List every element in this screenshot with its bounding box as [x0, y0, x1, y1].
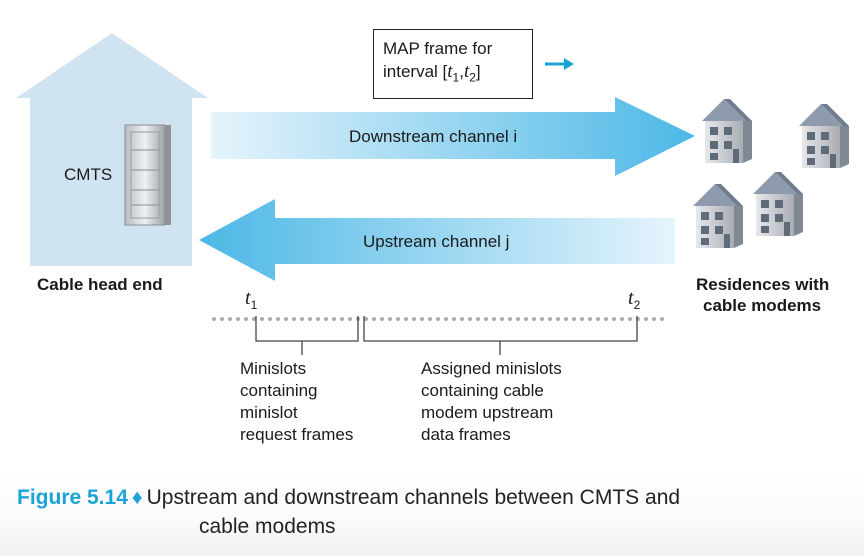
residences-label-line1: Residences with	[696, 275, 830, 294]
upstream-arrow	[199, 199, 675, 281]
map-frame-line1: MAP frame for	[383, 39, 493, 58]
downstream-label: Downstream channel i	[349, 127, 518, 146]
map-frame-line2: interval [t1,t2]	[383, 61, 481, 85]
caption-text-line2: cable modems	[199, 515, 336, 538]
cmts-label: CMTS	[64, 165, 113, 184]
residence-house-icon	[799, 104, 849, 168]
map-frame-box: MAP frame for interval [t1,t2]	[373, 29, 533, 99]
map-frame-arrow	[545, 58, 574, 70]
cmts-rack-icon	[124, 124, 171, 226]
residences-label-line2: cable modems	[703, 296, 822, 315]
assigned-text-line: modem upstream	[421, 403, 554, 422]
assigned-text-line: data frames	[421, 425, 511, 444]
head-end-building	[16, 33, 208, 266]
cable-head-end-label: Cable head end	[37, 275, 163, 294]
figure-number: Figure 5.14	[17, 486, 128, 509]
residence-house-icon	[753, 172, 803, 236]
assigned-bracket	[363, 316, 638, 355]
minislots-bracket	[255, 316, 359, 355]
assigned-text-line: Assigned minislots	[421, 359, 562, 378]
residence-house-icon	[702, 99, 752, 163]
caption-band	[0, 466, 864, 556]
caption-text-line1: Upstream and downstream channels between…	[146, 486, 681, 509]
minislots-text-line: Minislots	[240, 359, 307, 378]
downstream-arrow	[211, 97, 695, 176]
minislots-text-line: request frames	[240, 425, 354, 444]
t1-label: t1	[245, 287, 258, 312]
figure-caption: Figure 5.14♦Upstream and downstream chan…	[17, 483, 857, 541]
assigned-text-line: containing cable	[421, 381, 544, 400]
upstream-label: Upstream channel j	[363, 232, 510, 251]
t2-label: t2	[628, 287, 641, 312]
minislots-text-line: minislot	[240, 403, 298, 422]
minislots-text-line: containing	[240, 381, 318, 400]
residence-house-icon	[693, 184, 743, 248]
diamond-icon: ♦	[131, 486, 143, 509]
